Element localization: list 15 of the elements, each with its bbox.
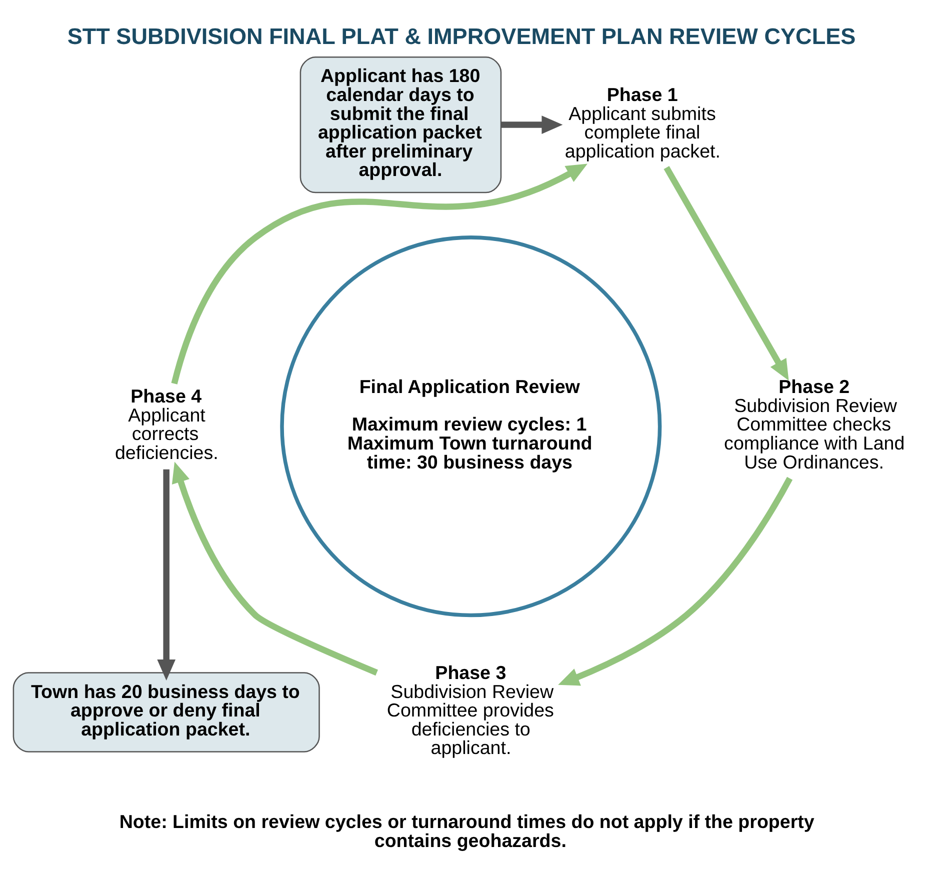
label: Note: Limits on review cycles or turnaround times do not apply if the property contains geohazards. [119,810,814,850]
arrow [558,476,793,686]
diagram-title: STT SUBDIVISION FINAL PLAT & IMPROVEMENT PLAN REVIEW CYCLES [67,23,856,48]
node-text: Phase 3 Subdivision Review Committee provides deficiencies to applicant. [386,662,554,758]
arrow [664,166,789,380]
node-box: Town has 20 business days to approve or deny final application packet. [12,672,320,752]
arrow [157,468,176,680]
node-text: Phase 4 Applicant corrects deficiencies. [114,385,218,462]
arrow [501,115,563,134]
node-text: Phase 2 Subdivision Review Committee checks compliance with Land Use Ordinances. [724,376,905,472]
arrow [172,461,378,676]
arrow [171,163,588,384]
node-text: Phase 1 Applicant submits complete final application packet. [564,83,720,161]
node-circle: Final Application Review Maximum review cycles: 1 Maximum Town turnaround time: 30 business days [280,235,662,617]
node-box: Applicant has 180 calendar days to submit the final application packet after preliminary approval. [300,56,502,193]
